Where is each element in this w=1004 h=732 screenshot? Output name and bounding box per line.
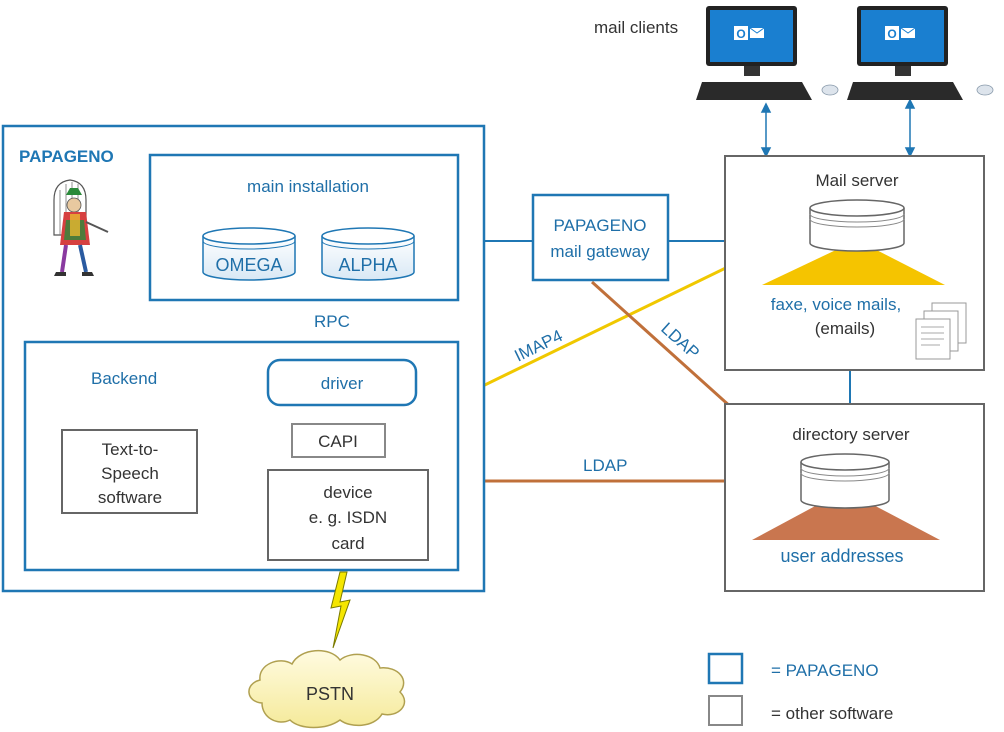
gateway-line1: PAPAGENO (554, 216, 647, 235)
legend-papageno-label: = PAPAGENO (771, 661, 879, 680)
device-line1: device (323, 483, 372, 502)
pstn-cloud-icon (248, 649, 406, 729)
mail-content-line2: (emails) (815, 319, 875, 338)
omega-database-icon (202, 227, 296, 281)
papageno-title: PAPAGENO (19, 147, 114, 166)
backend-label: Backend (91, 369, 157, 388)
directory-server-label: directory server (792, 425, 909, 444)
tts-line2: Speech (101, 464, 159, 483)
mail-client-computer-icon: O (696, 6, 839, 100)
alpha-label: ALPHA (338, 255, 397, 275)
device-box (267, 469, 429, 561)
gateway-line2: mail gateway (550, 242, 650, 261)
user-addresses-label: user addresses (780, 546, 903, 566)
tts-line3: software (98, 488, 162, 507)
device-line2: e. g. ISDN (309, 508, 387, 527)
ldap-gateway-label: LDAP (657, 319, 703, 363)
tts-line1: Text-to- (102, 440, 159, 459)
legend-papageno-swatch (707, 652, 744, 685)
device-line3: card (331, 534, 364, 553)
pstn-label: PSTN (306, 684, 354, 704)
capi-box (291, 423, 386, 458)
svg-text:O: O (736, 27, 745, 41)
driver-label: driver (321, 374, 364, 393)
user-addresses-triangle (752, 490, 940, 540)
ldap-backend-label: LDAP (583, 456, 627, 475)
mail-client-computer-icon: O (847, 6, 994, 100)
mail-clients-label: mail clients (594, 18, 678, 37)
capi-label: CAPI (318, 432, 358, 451)
directory-database-icon (800, 453, 890, 509)
papageno-figure-icon (53, 179, 109, 276)
tts-box (61, 429, 198, 514)
driver-box (266, 358, 418, 407)
alpha-database-icon (321, 227, 415, 281)
main-installation-label: main installation (247, 177, 369, 196)
client-arrows (760, 98, 916, 158)
rpc-label: RPC (314, 312, 350, 331)
legend-other-label: = other software (771, 704, 893, 723)
documents-icon (915, 302, 967, 360)
gateway-box (531, 193, 670, 282)
omega-label: OMEGA (215, 255, 282, 275)
mail-storage-triangle (762, 240, 945, 285)
svg-text:O: O (887, 27, 896, 41)
mail-content-line1: faxe, voice mails, (771, 295, 901, 314)
mail-server-label: Mail server (815, 171, 898, 190)
mail-database-icon (809, 199, 905, 252)
legend-other-swatch (708, 695, 743, 726)
lightning-icon (330, 571, 351, 649)
